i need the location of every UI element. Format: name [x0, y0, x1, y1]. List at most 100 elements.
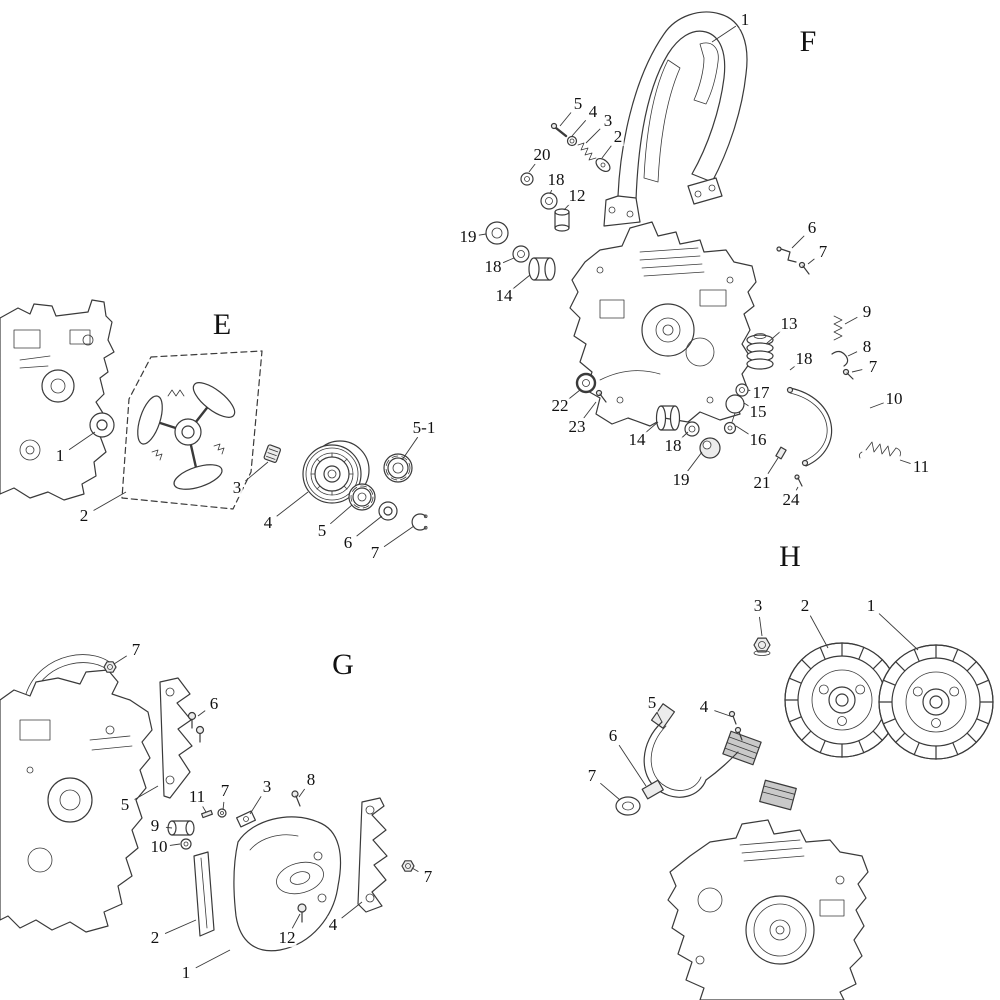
leader-line	[600, 782, 621, 801]
leader-line	[807, 258, 815, 265]
leader-line	[356, 515, 383, 537]
part-number-f-21: 21	[752, 473, 772, 493]
circlip-e7-drawing	[411, 513, 428, 531]
part-number-g-9: 9	[149, 816, 161, 836]
part-number-f-8: 8	[861, 337, 873, 357]
section-label-g: G	[332, 648, 354, 681]
leader-line	[791, 235, 805, 249]
leader-line	[789, 365, 796, 371]
leader-line	[383, 525, 415, 548]
part-number-f-18: 18	[663, 436, 683, 456]
leader-line	[276, 491, 309, 517]
part-number-f-20: 20	[532, 145, 552, 165]
leader-line	[711, 25, 737, 43]
nut-g7-right-drawing	[401, 860, 415, 872]
leader-line	[765, 330, 781, 345]
part-number-g-6: 6	[208, 694, 220, 714]
ignition-coil-drawing	[722, 710, 797, 811]
part-number-f-1: 1	[739, 10, 751, 30]
tension-spring-drawing	[858, 441, 901, 459]
leader-line	[847, 351, 858, 357]
part-number-f-18: 18	[794, 349, 814, 369]
part-number-f-13: 13	[779, 314, 799, 334]
leader-line	[245, 461, 269, 482]
leader-line	[735, 425, 749, 435]
washer-e1-drawing	[89, 412, 115, 438]
clutch-drum-drawing	[302, 440, 370, 504]
crankcase-g-drawing	[0, 654, 153, 933]
lever-f6-drawing	[776, 246, 810, 275]
stud-21-drawing	[775, 446, 803, 487]
oiler-set-drawing	[723, 383, 749, 435]
part-number-f-18: 18	[546, 170, 566, 190]
bumper-spike-left-drawing	[159, 677, 193, 799]
guide-plate-drawing	[193, 851, 215, 937]
leader-line	[341, 901, 363, 919]
part-number-g-12: 12	[277, 928, 297, 948]
leader-line	[618, 744, 647, 787]
part-number-g-11: 11	[187, 787, 207, 807]
part-number-f-17: 17	[751, 383, 771, 403]
part-number-g-1: 1	[180, 963, 192, 983]
part-number-f-24: 24	[781, 490, 801, 510]
leader-line	[767, 457, 779, 474]
leader-line	[68, 431, 96, 451]
part-number-e-7: 7	[369, 543, 381, 563]
clutch-group-outline	[121, 350, 263, 510]
part-number-f-6: 6	[806, 218, 818, 238]
leader-line	[747, 389, 751, 391]
leader-line	[512, 274, 531, 290]
part-number-f-15: 15	[748, 402, 768, 422]
part-number-f-14: 14	[627, 430, 647, 450]
brake-band-drawing	[786, 386, 833, 467]
leader-line	[93, 491, 127, 511]
leader-line	[585, 128, 601, 144]
leader-line	[330, 504, 353, 525]
leader-line	[134, 785, 159, 800]
section-label-h: H	[779, 540, 801, 573]
leader-line	[759, 616, 763, 637]
part-number-h-1: 1	[865, 596, 877, 616]
part-number-e-5-1: 5-1	[411, 418, 437, 438]
spring-clip-set-drawing	[831, 315, 854, 380]
part-number-g-3: 3	[261, 777, 273, 797]
leader-line	[222, 801, 225, 811]
section-f-art	[485, 11, 901, 487]
part-number-f-9: 9	[861, 302, 873, 322]
part-number-e-3: 3	[231, 478, 243, 498]
leader-line	[291, 913, 301, 929]
part-number-h-4: 4	[698, 697, 710, 717]
screws-g6-drawing	[187, 711, 205, 743]
part-number-f-19: 19	[671, 470, 691, 490]
top-handle-drawing	[603, 11, 748, 227]
part-number-f-22: 22	[550, 396, 570, 416]
leader-line	[878, 613, 919, 651]
handle-fastener-stack-drawing	[550, 122, 611, 173]
part-number-e-4: 4	[262, 513, 274, 533]
leader-line	[478, 233, 487, 236]
leader-line	[645, 421, 659, 434]
leader-line	[113, 655, 127, 665]
part-number-h-2: 2	[799, 596, 811, 616]
mount-set-upper-drawing	[485, 221, 556, 281]
leader-line	[869, 402, 884, 409]
part-number-f-7: 7	[867, 357, 879, 377]
buffer-column-drawing	[520, 172, 570, 232]
bearing-e5-drawing	[348, 483, 376, 511]
part-number-h-5: 5	[646, 693, 658, 713]
part-number-f-23: 23	[567, 417, 587, 437]
part-number-f-7: 7	[817, 242, 829, 262]
plug-wire-drawing	[615, 703, 739, 816]
ribbed-mount-13-drawing	[746, 333, 774, 370]
leader-line	[164, 919, 197, 934]
part-number-f-5: 5	[572, 94, 584, 114]
section-label-e: E	[212, 308, 232, 341]
leader-line	[743, 402, 749, 407]
part-number-f-2: 2	[612, 127, 624, 147]
leader-line	[563, 203, 570, 211]
leader-line	[656, 712, 663, 723]
sprocket-cover-drawing	[233, 816, 342, 952]
part-number-f-3: 3	[602, 111, 614, 131]
